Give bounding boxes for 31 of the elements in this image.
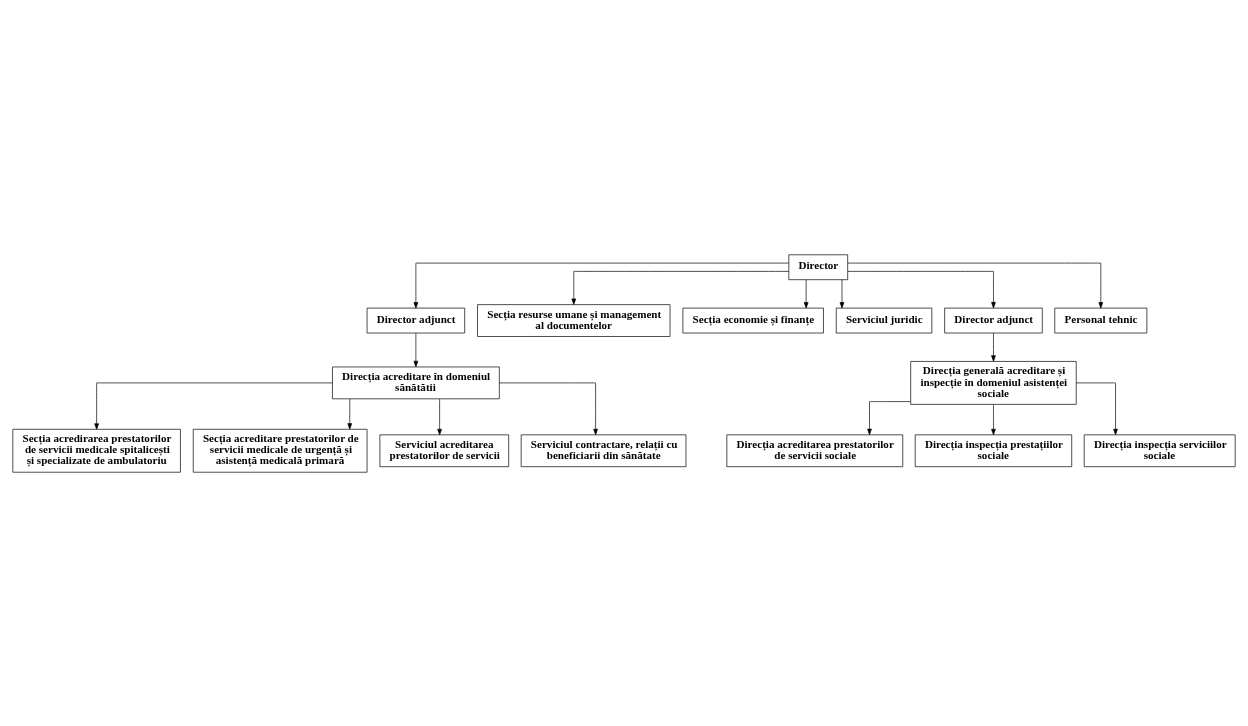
arrow [94, 382, 333, 430]
arrow [413, 332, 419, 367]
node-box: Serviciul acreditarea prestatorilor de servicii [379, 434, 510, 467]
arrow [571, 270, 790, 305]
arrow [991, 332, 996, 362]
node-box: Direcția acreditarea prestatorilor de servicii sociale [726, 434, 904, 467]
arrow [867, 400, 911, 435]
node-box: Direcția inspecția prestațiilor sociale [914, 434, 1073, 467]
arrow [347, 398, 353, 429]
arrow [499, 382, 598, 435]
node-box: Serviciul contractare, relații cu beneficiarii din sănătate [520, 434, 687, 467]
arrow [991, 403, 996, 435]
node-box: Direcția acreditare în domeniul sănătătii [332, 366, 500, 399]
node-box: Direcția generală acreditare și inspecție în domeniul asistenței sociale [910, 360, 1077, 405]
node-box: Director adjunct [944, 307, 1043, 333]
arrow [1075, 382, 1118, 435]
node-box: Secția acredirarea prestatorilor de servicii medicale spitalicești și specializate de ambulatoriu [12, 428, 181, 473]
node-box: Director adjunct [366, 307, 466, 333]
arrow [847, 262, 1104, 308]
node-box: Serviciul juridic [835, 307, 933, 333]
node-box: Secția economie și finanțe [682, 307, 824, 333]
arrow [803, 279, 809, 308]
arrow [839, 279, 845, 308]
node-box: Direcția inspecția serviciilor sociale [1083, 434, 1236, 467]
node-box: Secția resurse umane și management al documentelor [477, 303, 671, 337]
arrow [437, 398, 442, 435]
node-box: Secția acreditare prestatorilor de servicii medicale de urgență și asistență medicală primară [192, 428, 368, 473]
arrow [847, 270, 996, 308]
arrow [413, 262, 789, 308]
node-box: Director [788, 253, 849, 280]
node-box: Personal tehnic [1054, 307, 1148, 333]
